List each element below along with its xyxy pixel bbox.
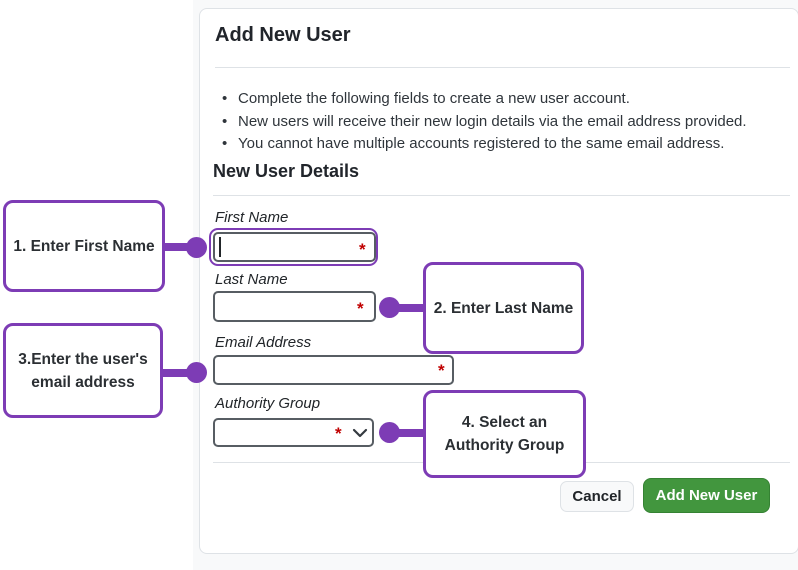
callout-step-4: 4. Select an Authority Group [423,390,586,478]
intro-bullet: You cannot have multiple accounts regist… [221,133,781,156]
text-cursor [219,237,221,257]
connector-dot-step-3 [186,362,207,383]
connector-line-step-4 [394,429,426,437]
callout-text: 3.Enter the user's [18,350,148,368]
connector-line-step-3 [158,369,192,377]
intro-list: Complete the following fields to create … [221,88,781,156]
last-name-input[interactable] [213,291,376,322]
chevron-down-icon [351,425,369,441]
callout-step-1: 1. Enter First Name [3,200,165,292]
section-divider [213,195,790,196]
email-address-input[interactable] [213,355,454,385]
required-asterisk: * [438,361,445,380]
first-name-label: First Name [215,209,289,226]
connector-dot-step-1 [186,237,207,258]
connector-dot-step-4 [379,422,400,443]
first-name-input[interactable] [213,232,376,262]
section-heading: New User Details [213,161,360,181]
required-asterisk: * [357,299,364,318]
intro-bullet: New users will receive their new login d… [221,111,781,134]
required-asterisk: * [335,424,342,443]
connector-line-step-1 [160,243,192,251]
callout-text: email address [31,373,135,391]
connector-line-step-2 [394,304,426,312]
callout-text: 1. Enter First Name [13,237,155,255]
intro-bullet: Complete the following fields to create … [221,88,781,111]
callout-step-2: 2. Enter Last Name [423,262,584,354]
cancel-button[interactable]: Cancel [560,481,634,512]
first-name-focus-ring [209,228,378,266]
add-new-user-button[interactable]: Add New User [643,478,770,513]
connector-dot-step-2 [379,297,400,318]
callout-text: 4. Select an [461,414,548,431]
authority-group-select[interactable] [213,418,374,447]
title-divider [215,67,790,68]
callout-step-3: 3.Enter the user's email address [3,323,163,418]
callout-text: Authority Group [444,437,565,454]
page-title: Add New User [215,24,351,46]
email-address-label: Email Address [215,334,312,351]
last-name-label: Last Name [215,271,288,288]
authority-group-label: Authority Group [215,395,321,412]
callout-text: 2. Enter Last Name [433,299,574,317]
required-asterisk: * [359,240,366,259]
